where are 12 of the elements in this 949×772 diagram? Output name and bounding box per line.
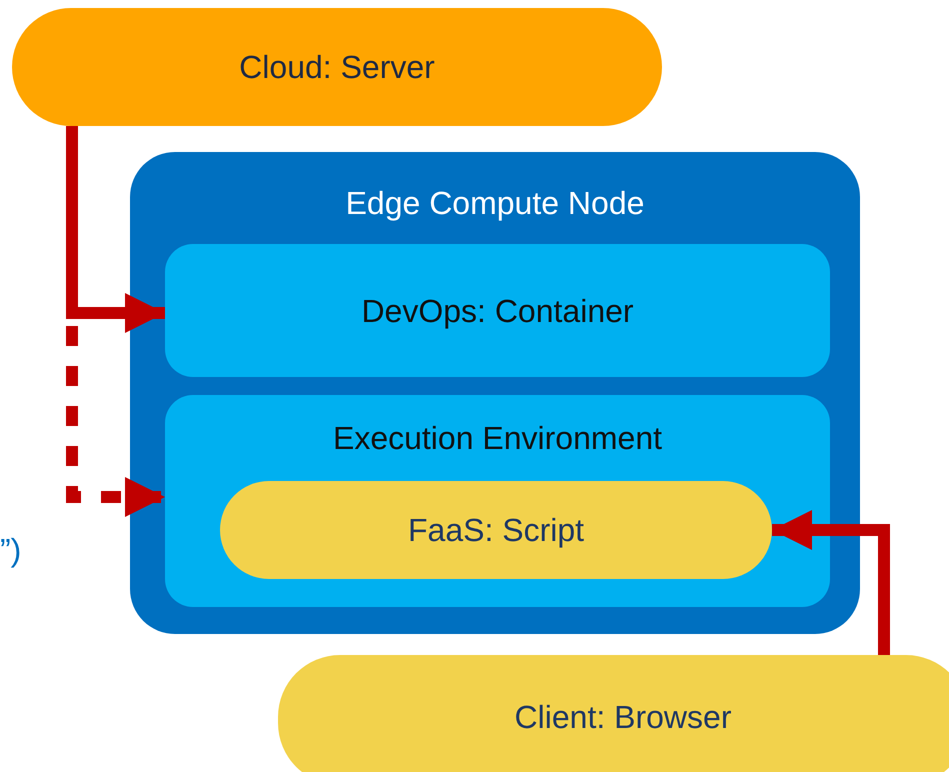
node-label: FaaS: Script	[408, 512, 584, 548]
edge-node-panel	[130, 152, 860, 634]
container-box	[165, 244, 830, 377]
text-fragment: ”)	[0, 532, 22, 568]
node-label: Edge Compute Node	[346, 185, 644, 221]
arrow	[772, 510, 890, 655]
environment-box	[165, 395, 830, 607]
node-label: Cloud: Server	[239, 49, 435, 85]
node-label: Execution Environment	[332, 420, 662, 456]
node-label: Client: Browser	[514, 699, 732, 735]
browser-pill	[278, 655, 949, 772]
node-label: DevOps: Container	[361, 292, 634, 328]
